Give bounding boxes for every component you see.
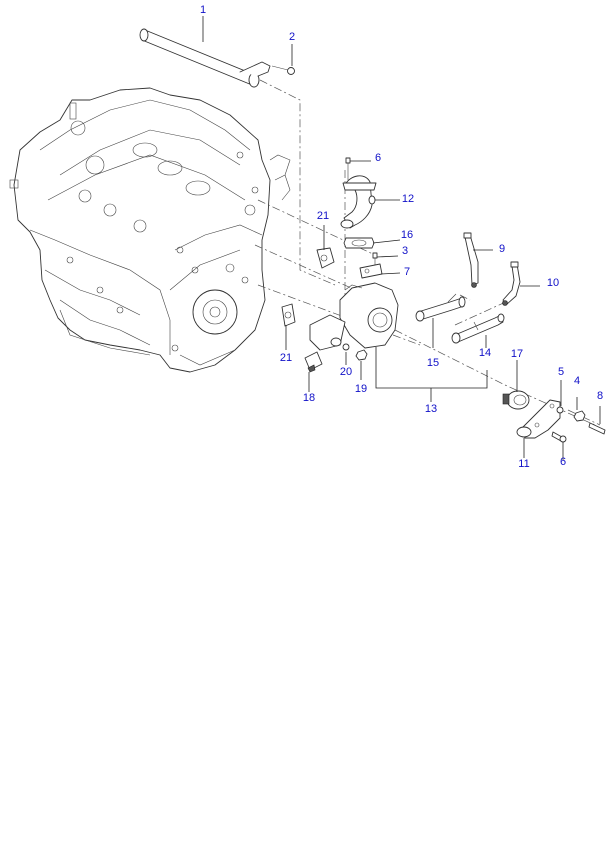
part-10-hose (502, 261, 521, 306)
part-13-water-housing (309, 282, 399, 351)
part-20-washer (342, 343, 350, 351)
callout-16[interactable]: 16 (401, 229, 413, 241)
callout-13[interactable]: 13 (425, 403, 437, 415)
callout-20[interactable]: 20 (340, 366, 352, 378)
part-8-stud (588, 422, 606, 435)
part-18-sensor (304, 351, 323, 373)
part-11-housing (516, 399, 561, 439)
engine-block (9, 87, 291, 373)
callout-21-lower[interactable]: 21 (280, 352, 292, 364)
callout-19[interactable]: 19 (355, 383, 367, 395)
callout-3[interactable]: 3 (402, 245, 408, 257)
callout-17[interactable]: 17 (511, 348, 523, 360)
part-5-washer (556, 406, 564, 414)
part-21-gasket-upper (316, 247, 335, 269)
callout-9[interactable]: 9 (499, 243, 505, 255)
part-17-thermostat (502, 390, 530, 410)
part-7-flange (359, 263, 383, 279)
callout-14[interactable]: 14 (479, 347, 491, 359)
callout-4[interactable]: 4 (574, 375, 580, 387)
assembly-lines (254, 79, 601, 426)
callout-labels: 1 2 6 12 21 16 3 7 9 10 15 14 17 21 20 1… (200, 4, 603, 470)
callout-10[interactable]: 10 (547, 277, 559, 289)
part-9-hose (463, 232, 479, 288)
part-1-pipe (139, 28, 271, 88)
part-19-nut (355, 349, 368, 361)
part-15-hose (415, 293, 466, 322)
part-12-elbow (340, 175, 377, 229)
callout-2[interactable]: 2 (289, 31, 295, 43)
callout-6-lower[interactable]: 6 (560, 456, 566, 468)
callout-11[interactable]: 11 (518, 458, 529, 470)
callout-5[interactable]: 5 (558, 366, 564, 378)
part-2-bolt (271, 65, 295, 75)
callout-21-upper[interactable]: 21 (317, 210, 329, 222)
callout-18[interactable]: 18 (303, 392, 315, 404)
part-21-gasket-lower (281, 303, 296, 327)
callout-15[interactable]: 15 (427, 357, 439, 369)
part-4-nut (573, 410, 586, 422)
callout-6-top[interactable]: 6 (375, 152, 381, 164)
callout-12[interactable]: 12 (402, 193, 414, 205)
callout-8[interactable]: 8 (597, 390, 603, 402)
callout-1[interactable]: 1 (200, 4, 206, 16)
part-14-hose (451, 313, 505, 344)
callout-7[interactable]: 7 (404, 266, 410, 278)
leader-lines (202, 16, 601, 460)
part-6-bolt-top (345, 157, 351, 180)
part-16-gasket (343, 237, 375, 249)
part-6-bolt-lower (551, 431, 567, 443)
